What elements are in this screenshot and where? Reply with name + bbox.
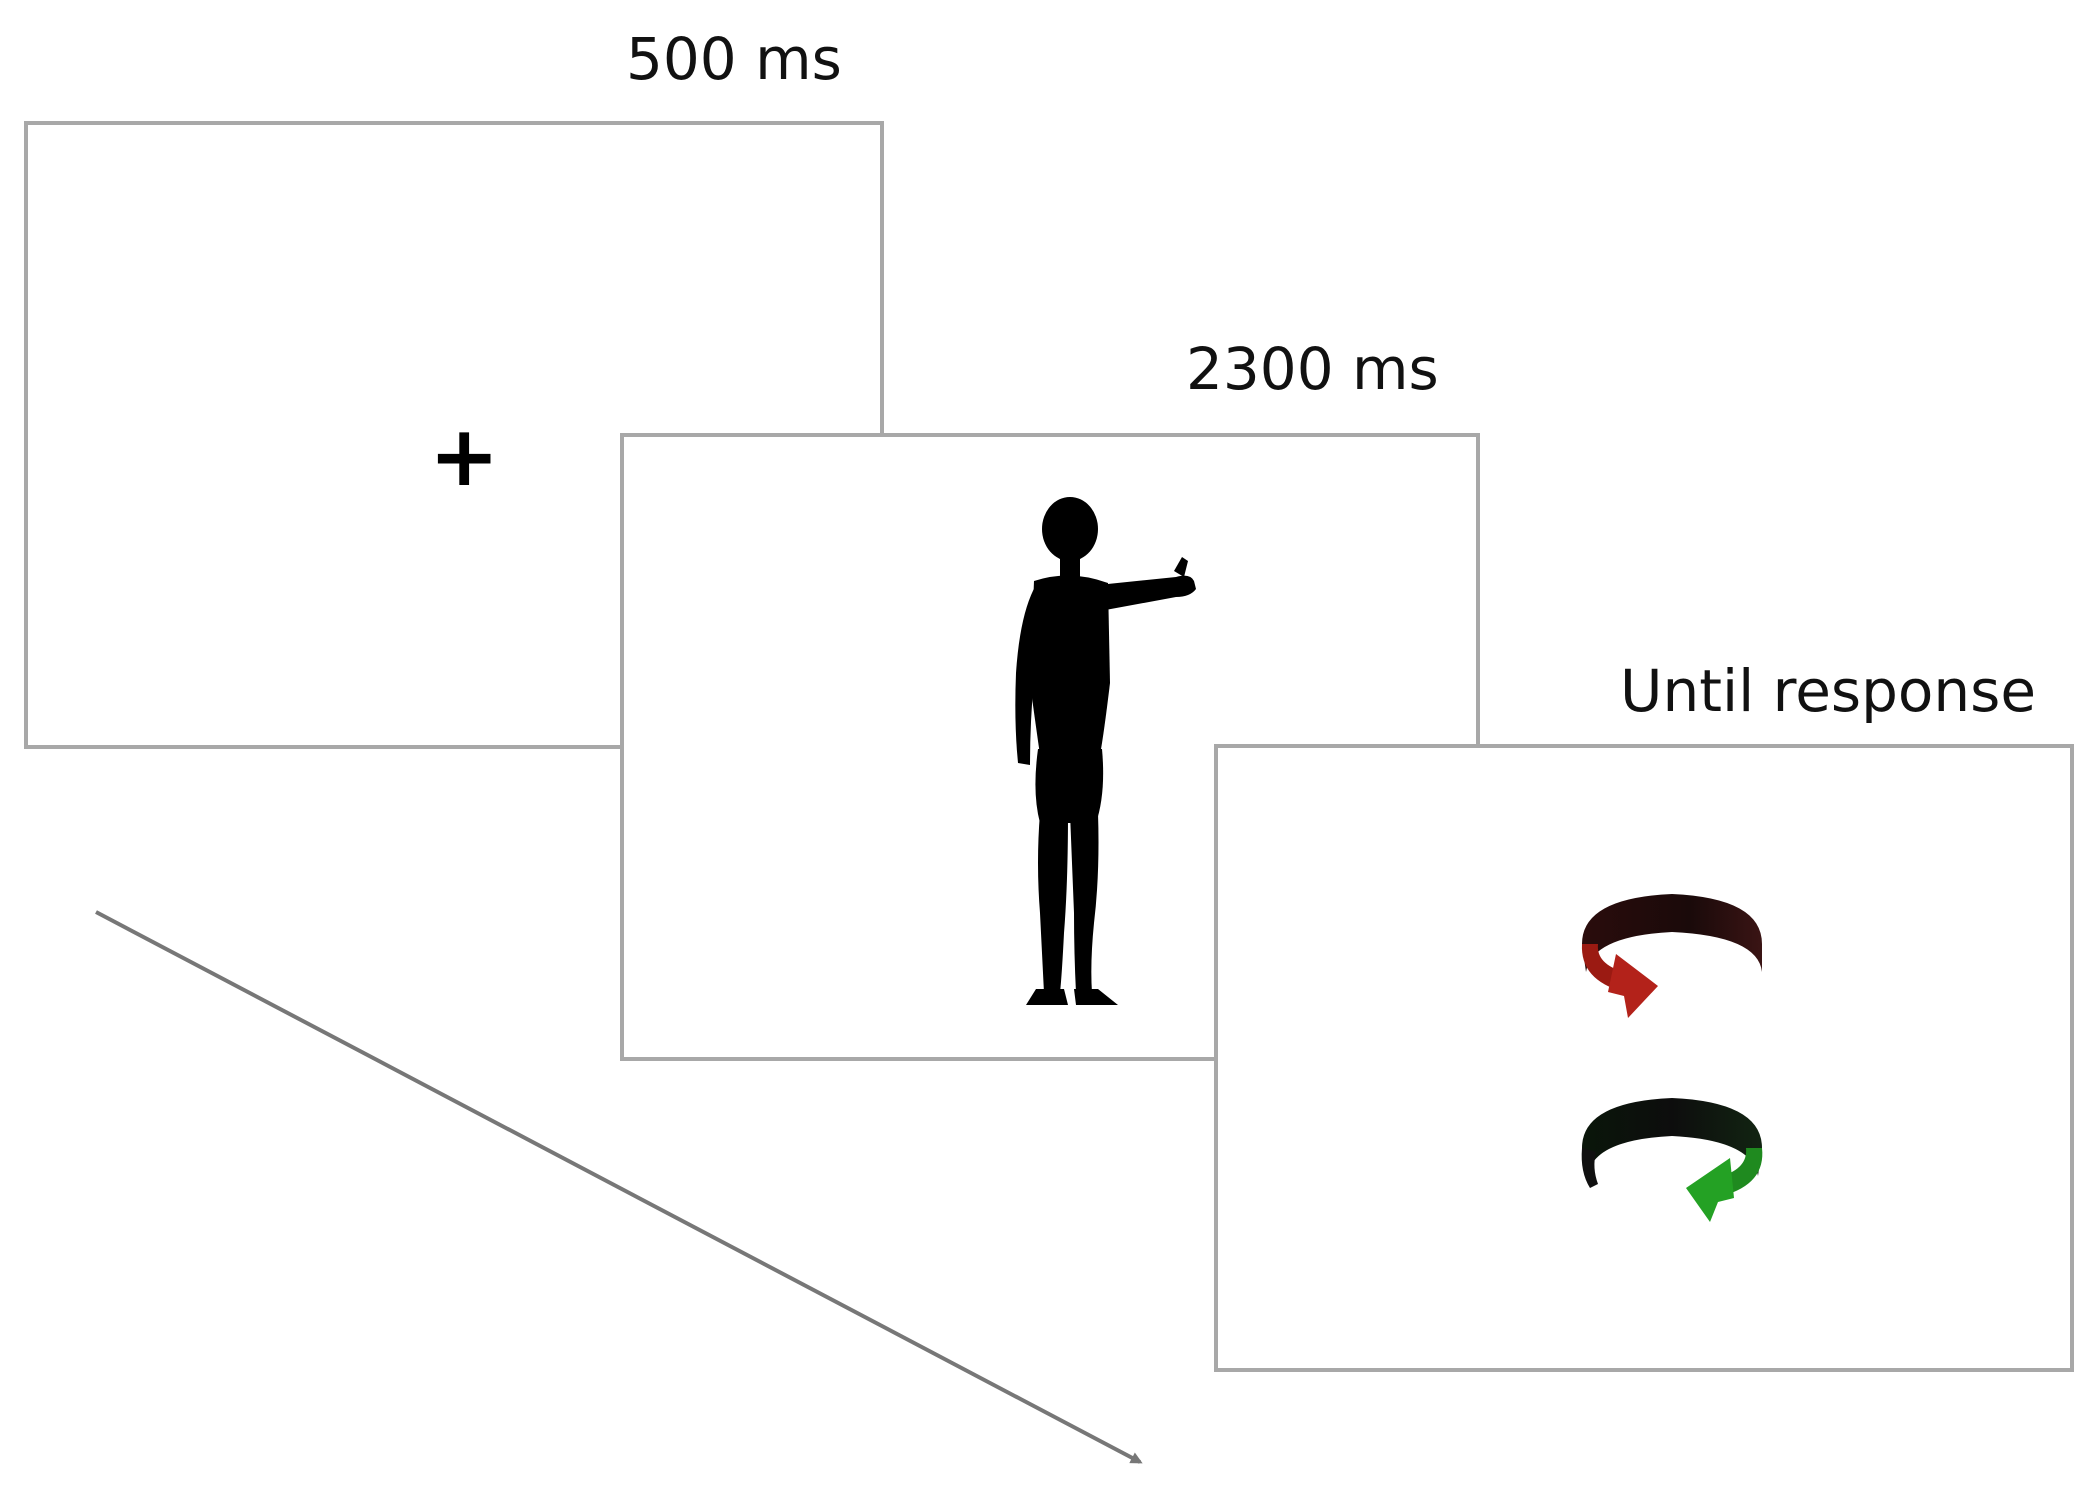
human-silhouette-pointing-icon	[1015, 497, 1196, 1005]
response-screen	[1214, 744, 2074, 1372]
rotate-arrow-green-icon	[1581, 1098, 1763, 1222]
duration-label-response: Until response	[1620, 657, 2037, 725]
rotate-arrow-red-icon	[1581, 894, 1762, 1018]
duration-label-fixation: 500 ms	[626, 25, 842, 93]
duration-label-stimulus: 2300 ms	[1186, 335, 1439, 403]
fixation-cross: +	[429, 407, 500, 505]
